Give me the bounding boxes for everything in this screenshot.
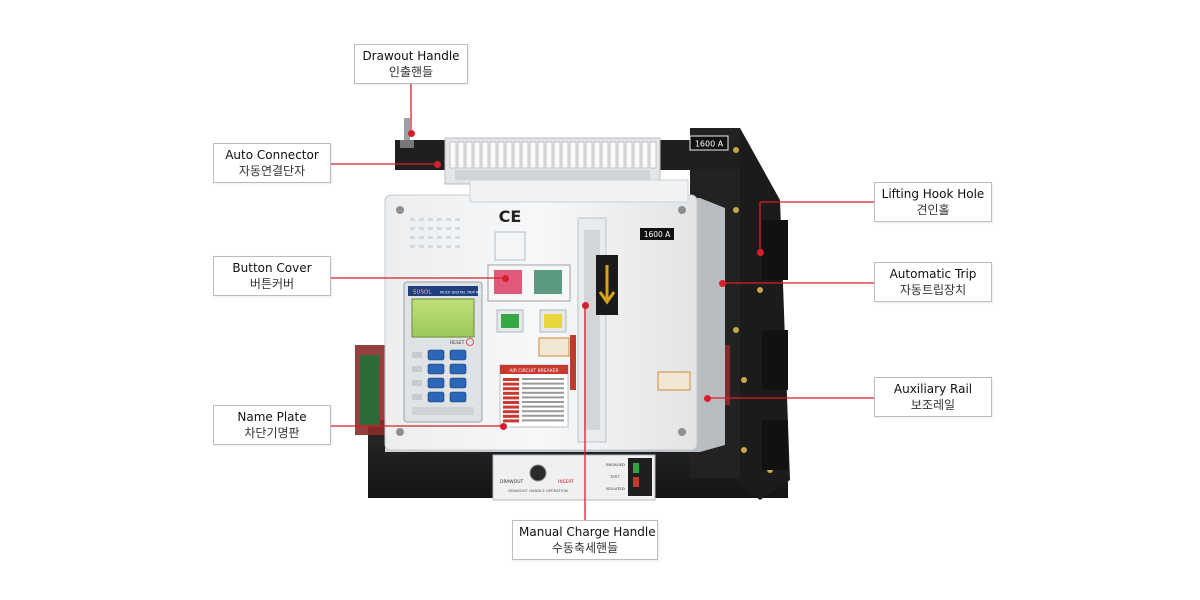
svg-text:1600 A: 1600 A [644, 230, 671, 239]
callout-auxiliary-rail-ko: 보조레일 [910, 398, 956, 412]
callout-auto-connector-ko: 자동연결단자 [238, 164, 306, 178]
svg-text:ISOLATED: ISOLATED [606, 486, 625, 491]
callout-auto-connector: Auto Connector 자동연결단자 [213, 143, 331, 183]
svg-text:DRAWOUT HANDLE OPERATION: DRAWOUT HANDLE OPERATION [508, 488, 568, 493]
svg-text:RESET: RESET [450, 340, 465, 346]
anchor-dot-auto-connector [433, 160, 441, 168]
svg-text:ENGAGED: ENGAGED [606, 462, 625, 467]
anchor-dot-manual-charge-handle [581, 301, 589, 309]
svg-text:SUSOL: SUSOL [413, 290, 432, 296]
svg-text:INSERT: INSERT [558, 479, 574, 485]
callout-drawout-handle-ko: 인출핸들 [388, 65, 434, 79]
callout-auxiliary-rail: Auxiliary Rail 보조레일 [874, 377, 992, 417]
callout-manual-charge-handle: Manual Charge Handle 수동축세핸들 [512, 520, 658, 560]
callout-button-cover-en: Button Cover [232, 261, 312, 275]
callout-leader-lines [331, 84, 874, 520]
callout-name-plate-en: Name Plate [237, 410, 307, 424]
callout-drawout-handle-en: Drawout Handle [362, 49, 460, 63]
manual-charge-handle-slot [570, 217, 618, 443]
svg-text:MULTI DIGITAL TRIP RELAY: MULTI DIGITAL TRIP RELAY [440, 291, 488, 295]
callout-lifting-hook-hole: Lifting Hook Hole 견인홀 [874, 182, 992, 222]
callout-name-plate-ko: 차단기명판 [244, 426, 300, 440]
anchor-dot-drawout-handle [407, 129, 415, 137]
button-cover-assembly: PUSH OFF PUSH ON [487, 231, 571, 333]
drawout-panel: DRAWOUT INSERT DRAWOUT HANDLE OPERATION … [492, 454, 656, 501]
svg-text:PUSH OFF: PUSH OFF [498, 294, 519, 299]
callout-drawout-handle: Drawout Handle 인출핸들 [354, 44, 468, 84]
callout-auxiliary-rail-en: Auxiliary Rail [893, 382, 973, 396]
svg-text:1600 A: 1600 A [695, 140, 724, 149]
anchor-dot-lifting-hook-hole [756, 248, 764, 256]
top-rating-tag: 1600 A [689, 135, 729, 151]
svg-text:PUSH ON: PUSH ON [539, 294, 557, 299]
auto-connector-strip [444, 137, 661, 185]
callout-button-cover-ko: 버튼커버 [249, 277, 295, 291]
callout-manual-charge-handle-en: Manual Charge Handle [519, 525, 656, 539]
warning-label [538, 337, 570, 357]
anchor-dot-button-cover [501, 274, 509, 282]
callout-lifting-hook-hole-en: Lifting Hook Hole [881, 187, 985, 201]
callout-auto-connector-en: Auto Connector [225, 148, 319, 162]
anchor-dot-auxiliary-rail [703, 394, 711, 402]
callout-automatic-trip-ko: 자동트립장치 [899, 283, 967, 297]
svg-text:TEST: TEST [609, 474, 620, 479]
front-rating-tag: 1600 A [640, 228, 674, 240]
warning-label-right [657, 371, 691, 391]
callout-name-plate: Name Plate 차단기명판 [213, 405, 331, 445]
ce-mark: CE [499, 207, 522, 226]
callout-manual-charge-handle-ko: 수동축세핸들 [551, 541, 619, 555]
name-plate: AIR CIRCUIT BREAKER [499, 364, 569, 428]
svg-text:DRAWOUT: DRAWOUT [500, 479, 524, 485]
callout-lifting-hook-hole-ko: 견인홀 [916, 203, 950, 217]
callout-automatic-trip-en: Automatic Trip [889, 267, 977, 281]
callout-automatic-trip: Automatic Trip 자동트립장치 [874, 262, 992, 302]
digital-trip-relay: SUSOL MULTI DIGITAL TRIP RELAY RESET [403, 281, 488, 423]
svg-text:AIR CIRCUIT BREAKER: AIR CIRCUIT BREAKER [509, 368, 558, 374]
anchor-dot-name-plate [499, 422, 507, 430]
anchor-dot-automatic-trip [718, 279, 726, 287]
callout-button-cover: Button Cover 버튼커버 [213, 256, 331, 296]
